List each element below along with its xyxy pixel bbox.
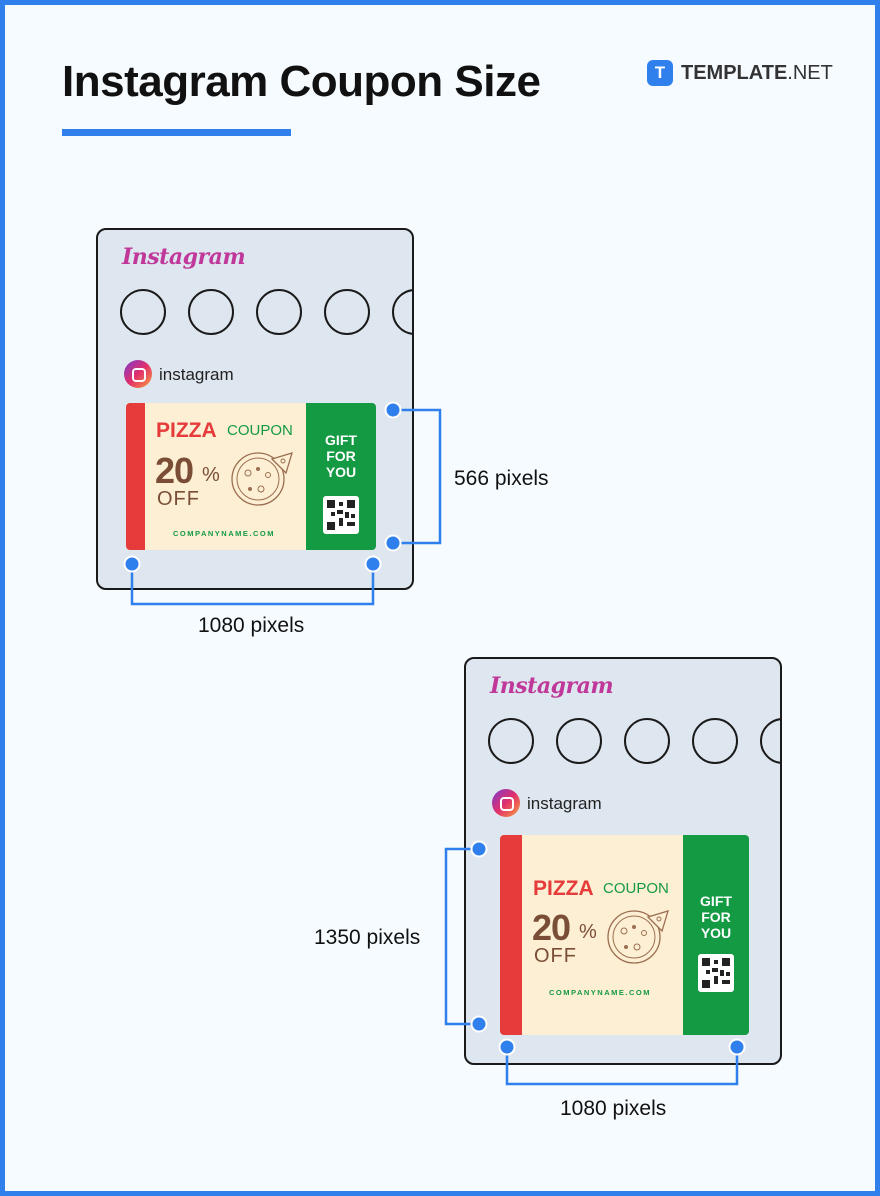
coupon-gift-text: GIFT FOR YOU [683,893,749,941]
story-circle [556,718,602,764]
phone-mockup-landscape: Instagram instagram PIZZA COUPON 20 % OF… [96,228,414,590]
dimension-dot [384,534,402,552]
coupon-discount: 20 [532,907,571,948]
width-bracket-2 [505,1047,739,1086]
gift-line: GIFT [700,893,732,909]
coupon-off: OFF [534,945,577,967]
pizza-icon [231,452,293,506]
dimension-dot [364,555,382,573]
coupon-discount: 20 [155,450,194,491]
coupon-red-stripe [126,403,145,550]
height-label-1: 566 pixels [454,467,549,490]
dimension-dot [470,1015,488,1033]
story-circle [256,289,302,335]
coupon-subhead: COUPON [603,880,669,897]
coupon-image: PIZZA COUPON 20 % OFF COMPANYNAME.COM GI… [126,403,376,550]
gift-line: FOR [326,448,356,464]
width-label-1: 1080 pixels [198,614,305,637]
dimension-lines [123,401,746,1086]
height-bracket-1 [393,408,442,545]
coupon-gift-text: GIFT FOR YOU [306,432,376,480]
phone-mockup-portrait: Instagram instagram PIZZA COUPON 20 % OF… [464,657,782,1065]
template-logo-icon: T [647,60,673,86]
dimension-dot [384,401,402,419]
pizza-icon [607,910,669,964]
height-bracket-2 [444,847,479,1026]
instagram-logo: Instagram [122,244,246,270]
gift-line: YOU [325,464,357,480]
coupon-website: COMPANYNAME.COM [173,529,275,538]
title-underline [62,129,291,136]
width-label-2: 1080 pixels [560,1097,667,1120]
story-circle [624,718,670,764]
height-label-2: 1350 pixels [314,926,421,949]
coupon-headline: PIZZA [533,877,594,900]
brand-logo: T TEMPLATE.NET [647,60,833,86]
instagram-logo: Instagram [490,673,614,699]
account-name: instagram [159,365,234,384]
width-bracket-1 [130,564,375,606]
coupon-red-stripe [500,835,522,1035]
brand-suffix: .NET [787,61,833,84]
coupon-percent: % [202,464,220,486]
story-circle [692,718,738,764]
story-circle [488,718,534,764]
account-name: instagram [527,794,602,813]
brand-text: TEMPLATE.NET [681,62,833,85]
qr-code-icon [698,954,734,992]
story-circle [120,289,166,335]
coupon-image: PIZZA COUPON 20 % OFF COMPANYNAME.COM GI… [500,835,749,1035]
coupon-website: COMPANYNAME.COM [549,988,651,997]
dimension-dot [470,840,488,858]
dimension-dot [498,1038,516,1056]
instagram-icon [492,789,520,817]
page-title: Instagram Coupon Size [62,57,541,106]
coupon-percent: % [579,921,597,943]
story-circle [324,289,370,335]
instagram-icon [124,360,152,388]
story-circle [188,289,234,335]
coupon-green-panel: GIFT FOR YOU [683,835,749,1035]
gift-line: GIFT [325,432,357,448]
qr-code-icon [323,496,359,534]
dimension-dot [123,555,141,573]
coupon-headline: PIZZA [156,419,217,442]
gift-line: YOU [700,925,732,941]
gift-line: FOR [701,909,731,925]
dimension-dot [728,1038,746,1056]
coupon-off: OFF [157,488,200,510]
coupon-subhead: COUPON [227,422,293,439]
coupon-green-panel: GIFT FOR YOU [306,403,376,550]
brand-name: TEMPLATE [681,61,788,84]
